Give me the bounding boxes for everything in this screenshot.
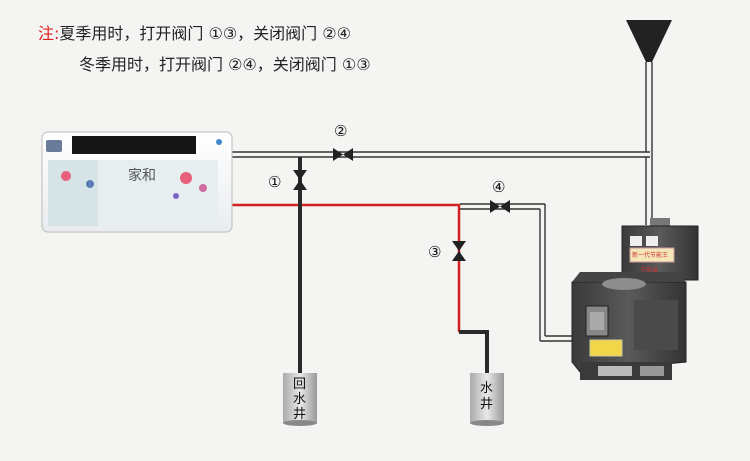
valve-3[interactable]: [452, 241, 466, 261]
ac-brand: 家和: [128, 167, 156, 184]
valve-2[interactable]: [333, 148, 353, 161]
note-winter: 冬季用时，打开阀门 ②④，关闭阀门 ①③: [79, 51, 371, 75]
valve-4[interactable]: [490, 200, 510, 213]
well-water-char-2: 井: [480, 397, 493, 412]
valve-4-label: ④: [492, 178, 505, 196]
pipe-hopper-riser: [645, 62, 653, 225]
note-summer-text: 夏季用时，打开阀门 ①③，关闭阀门 ②④: [59, 24, 351, 43]
ac-power-icon: [216, 139, 222, 145]
valve-1-label: ①: [268, 173, 281, 191]
boiler-stove: 新一代节能王 节能省: [571, 218, 699, 380]
well-water-char-1: 水: [480, 381, 493, 396]
ac-display-icon: [46, 140, 62, 152]
stove-panel-label: 新一代节能王: [632, 251, 668, 259]
ac-unit: 家和: [41, 131, 233, 233]
well-return-char-1: 回: [293, 377, 306, 392]
valve-1[interactable]: [293, 170, 307, 190]
well-return-char-2: 水: [293, 392, 306, 407]
hopper-icon: [626, 20, 672, 62]
pipe-return: [298, 157, 489, 375]
pipe-top: [230, 151, 650, 158]
note-summer: 注:夏季用时，打开阀门 ①③，关闭阀门 ②④: [38, 20, 351, 44]
note-label: 注:: [38, 24, 60, 43]
valve-3-label: ③: [428, 243, 441, 261]
pipe-stove-loop: [460, 203, 590, 342]
valve-2-label: ②: [334, 122, 347, 140]
well-return: 回 水 井: [283, 373, 317, 426]
stove-sub-label: 节能省: [640, 266, 658, 274]
pipe-hot: [230, 203, 461, 332]
well-water: 水 井: [470, 373, 504, 426]
well-return-char-3: 井: [293, 407, 306, 422]
note-winter-text: 冬季用时，打开阀门 ②④，关闭阀门 ①③: [79, 55, 371, 74]
